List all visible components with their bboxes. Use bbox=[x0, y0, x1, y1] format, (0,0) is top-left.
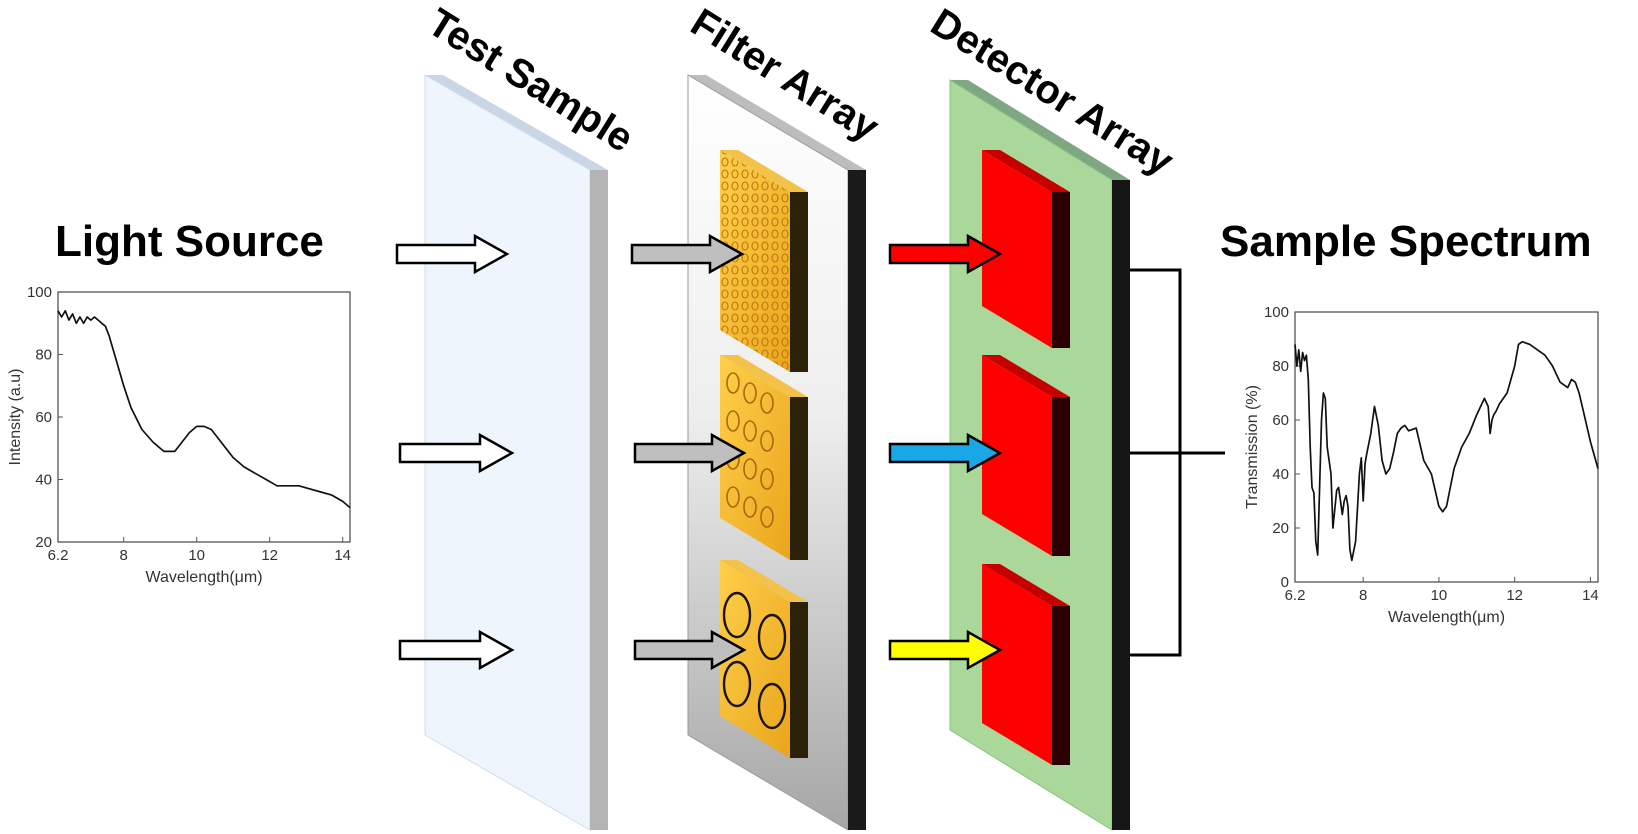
light-source-ytick-label: 40 bbox=[35, 472, 52, 489]
detector-array-panel bbox=[949, 79, 1130, 831]
sample-spectrum-xtick-label: 10 bbox=[1431, 587, 1448, 604]
detector-2 bbox=[982, 355, 1070, 556]
sample-spectrum-xtick-label: 12 bbox=[1506, 587, 1523, 604]
sample-spectrum-ylabel: Transmission (%) bbox=[1244, 385, 1261, 509]
light-source-xlabel: Wavelength(μm) bbox=[145, 569, 262, 586]
test-sample-side bbox=[590, 170, 608, 830]
arrow-white-1 bbox=[395, 233, 510, 275]
arrow-white-2 bbox=[398, 432, 515, 474]
arrow-blue bbox=[888, 432, 1003, 474]
sample-spectrum-xtick-label: 8 bbox=[1359, 587, 1367, 604]
detector-board-top bbox=[950, 80, 1130, 180]
arrow-gray-3 bbox=[633, 629, 747, 671]
sample-spectrum-ytick-label: 0 bbox=[1281, 574, 1289, 591]
light-source-xtick-label: 6.2 bbox=[48, 547, 69, 564]
arrow-white-3 bbox=[398, 629, 515, 671]
sample-spectrum-axes-frame bbox=[1294, 311, 1599, 583]
light-source-ytick-label: 20 bbox=[35, 534, 52, 551]
sample-spectrum-ytick-label: 20 bbox=[1272, 520, 1289, 537]
arrows bbox=[395, 233, 1003, 671]
detector-3 bbox=[982, 564, 1070, 765]
light-source-xtick-label: 12 bbox=[261, 547, 278, 564]
sample-spectrum-xlabel: Wavelength(μm) bbox=[1388, 609, 1505, 626]
sample-spectrum-title: Sample Spectrum bbox=[1220, 217, 1592, 266]
light-source-xtick-label: 10 bbox=[188, 547, 205, 564]
sample-spectrum-ytick-label: 40 bbox=[1272, 466, 1289, 483]
light-source-ylabel: Intensity (a.u) bbox=[7, 369, 24, 466]
sample-spectrum-ytick-label: 100 bbox=[1264, 304, 1289, 321]
arrow-gray-2 bbox=[633, 432, 747, 474]
sample-spectrum-xtick-label: 6.2 bbox=[1285, 587, 1306, 604]
light-source-series-line bbox=[57, 309, 351, 509]
sample-spectrum-ytick-label: 60 bbox=[1272, 412, 1289, 429]
light-source-ytick-label: 80 bbox=[35, 347, 52, 364]
arrow-gray-1 bbox=[630, 233, 745, 275]
detector-1 bbox=[982, 150, 1070, 348]
filter-frame-side bbox=[848, 170, 866, 830]
filter-tile-large-holes bbox=[720, 560, 808, 758]
filter-tile-small-holes bbox=[720, 150, 808, 372]
light-source-xtick-label: 14 bbox=[334, 547, 351, 564]
light-source-ytick-label: 60 bbox=[35, 409, 52, 426]
light-source-ytick-label: 100 bbox=[27, 284, 52, 301]
test-sample-top bbox=[425, 75, 608, 170]
light-source-title: Light Source bbox=[55, 217, 324, 266]
arrow-red bbox=[888, 233, 1003, 275]
detector-board-side bbox=[1112, 180, 1130, 830]
detector-wiring bbox=[1130, 268, 1225, 657]
light-source-xtick-label: 8 bbox=[120, 547, 128, 564]
light-source-axes-frame bbox=[57, 291, 351, 543]
sample-spectrum-series-line bbox=[1294, 340, 1599, 562]
sample-spectrum-xtick-label: 14 bbox=[1582, 587, 1599, 604]
sample-spectrum-ytick-label: 80 bbox=[1272, 358, 1289, 375]
arrow-yellow bbox=[888, 629, 1003, 671]
filter-frame-top bbox=[688, 75, 866, 170]
